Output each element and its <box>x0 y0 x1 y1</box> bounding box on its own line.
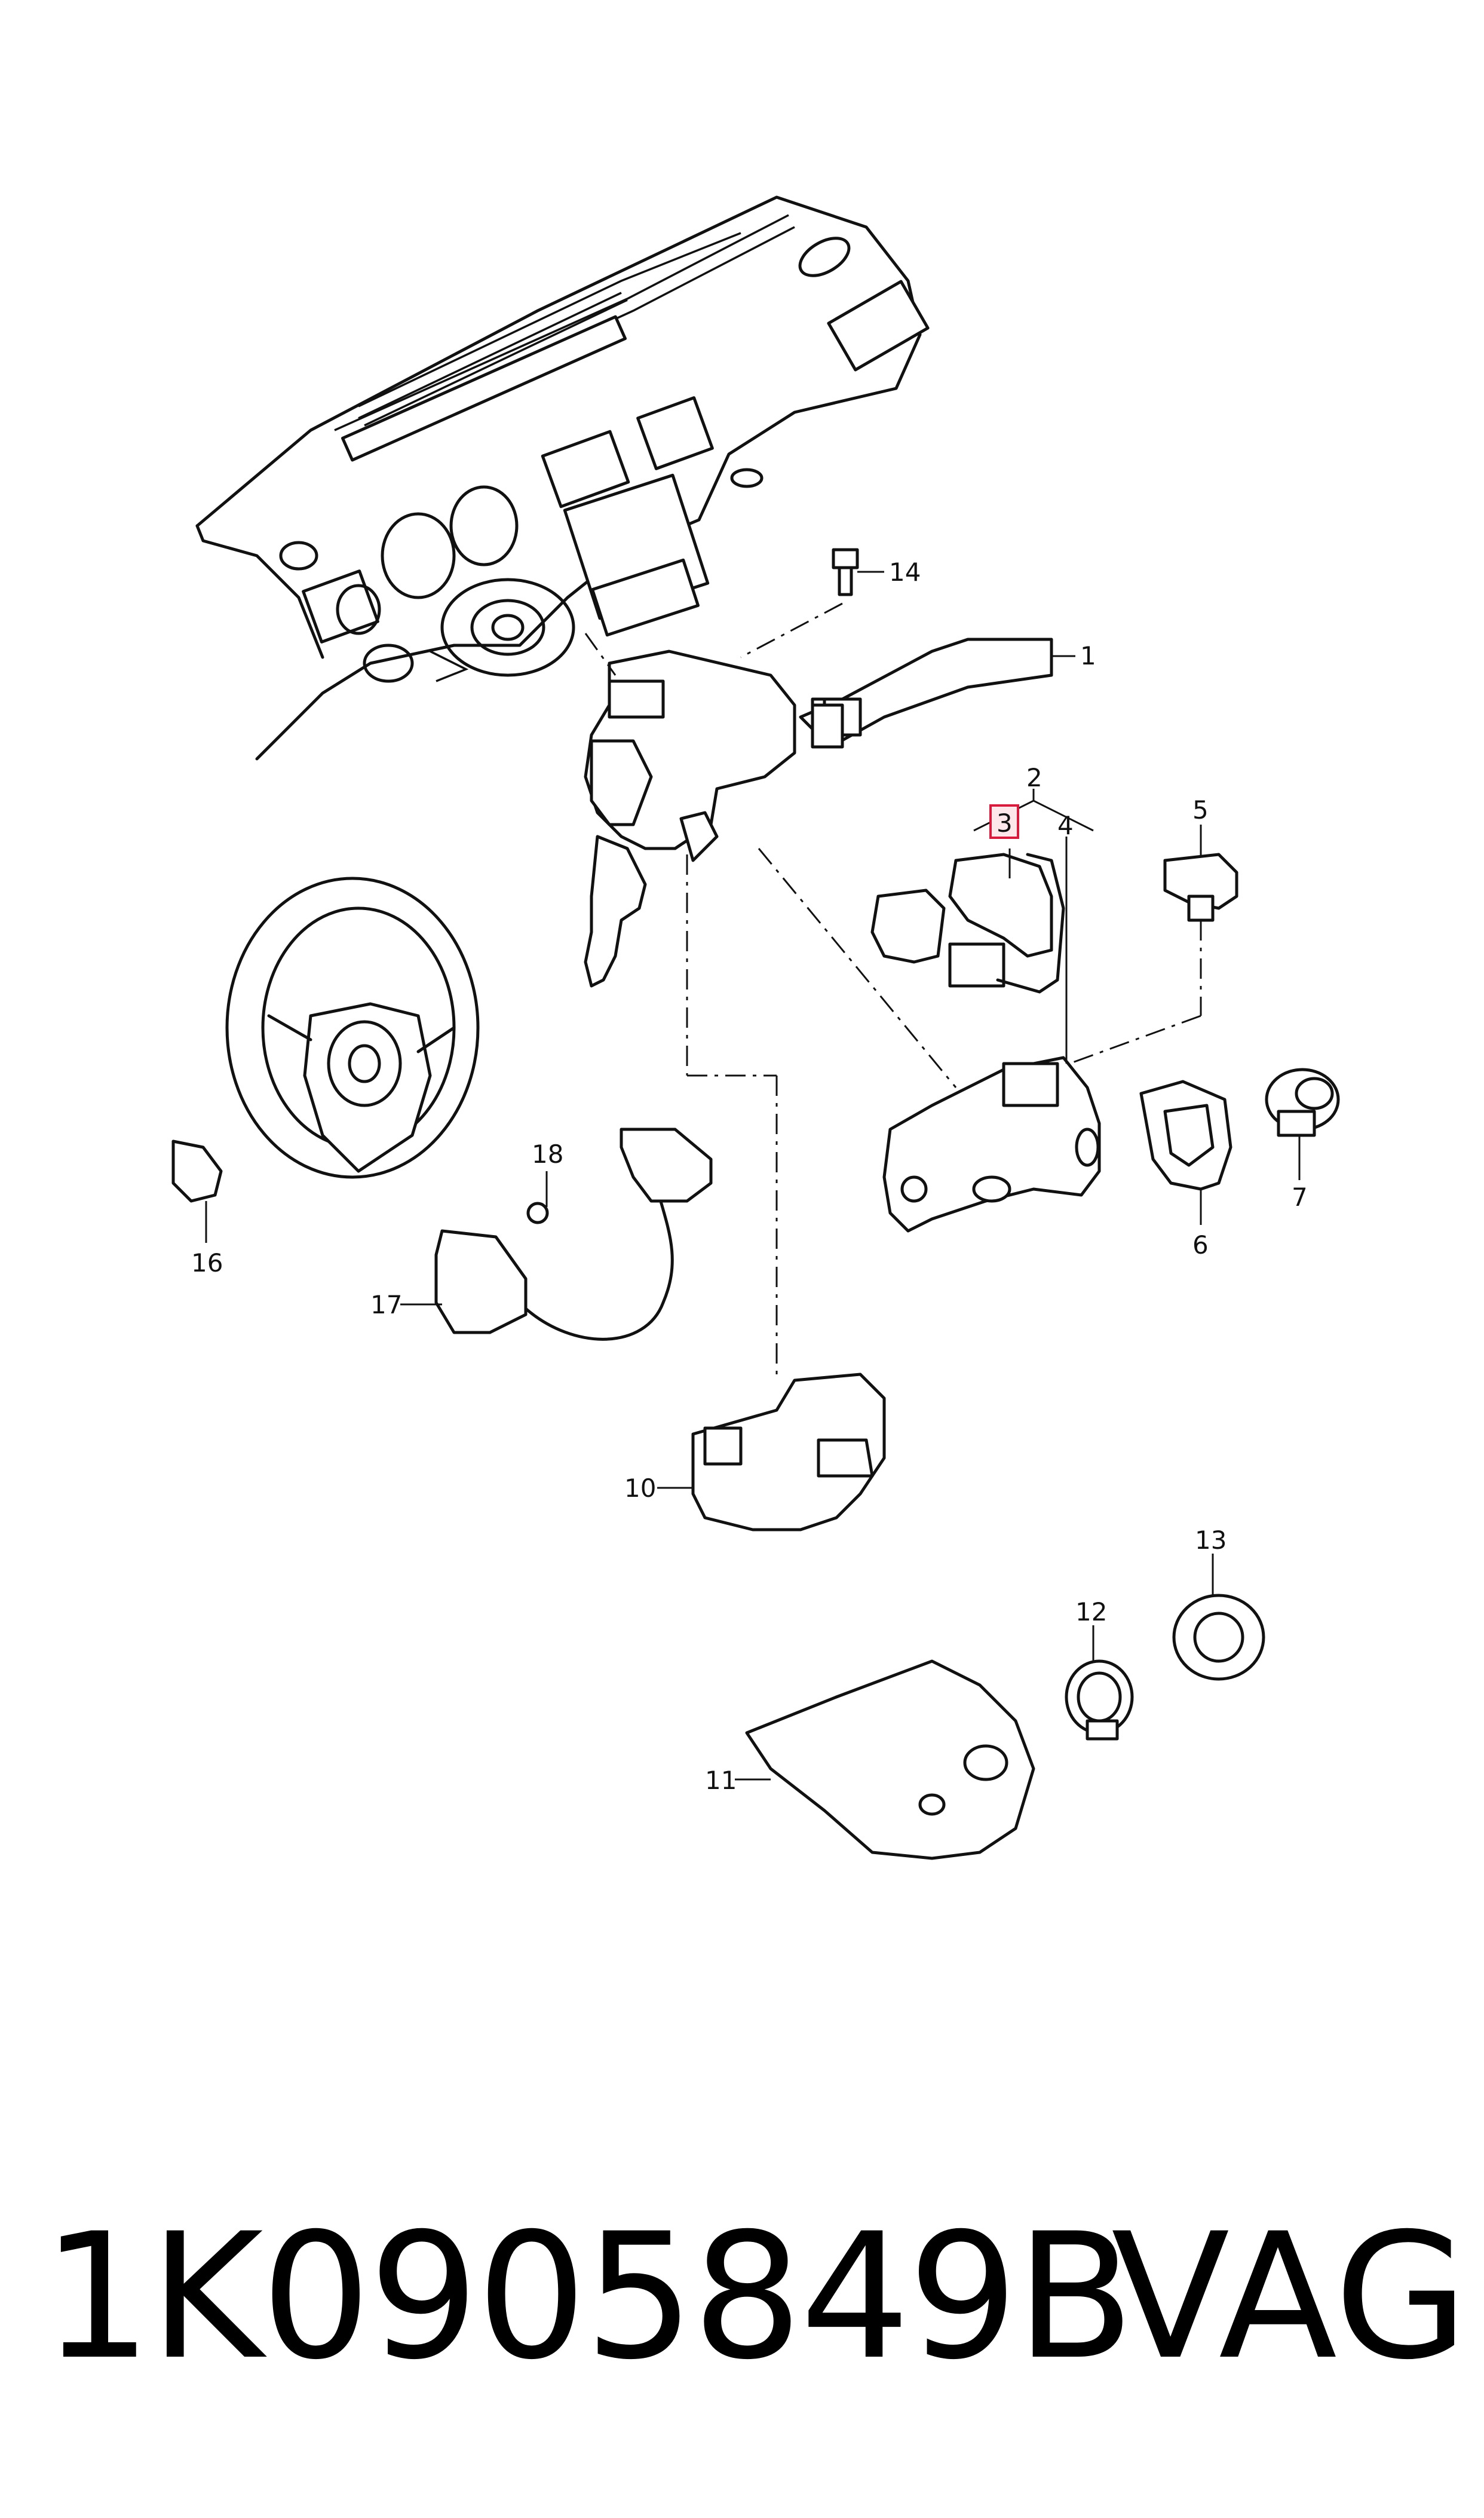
callout-16: 16 <box>191 1248 223 1278</box>
callout-1: 1 <box>1080 641 1096 670</box>
dashboard-illustration <box>195 195 930 761</box>
callout-18: 18 <box>532 1139 563 1169</box>
callout-3-highlight-box <box>989 804 1019 839</box>
callout-14: 14 <box>889 557 921 587</box>
callout-17: 17 <box>370 1290 402 1319</box>
callout-11: 11 <box>705 1766 737 1795</box>
callout-3: 3 <box>997 808 1013 838</box>
dash-vent-grille <box>358 292 628 427</box>
part-6-lock-trim-ring <box>1139 1080 1232 1225</box>
callout-7: 7 <box>1292 1183 1308 1212</box>
callout-6: 6 <box>1192 1230 1209 1260</box>
callout-5: 5 <box>1192 795 1209 825</box>
part-13-clock-spring <box>1172 1554 1265 1681</box>
part-17-multifunction-button-left <box>400 1187 674 1341</box>
part-14-bolt <box>832 548 884 596</box>
exploded-parts-diagram: 1 2 3 4 5 6 7 10 11 12 13 14 16 17 18 <box>171 195 1340 1860</box>
part-7-transponder-coil <box>1265 1068 1340 1180</box>
assembly-lines <box>584 602 1202 1380</box>
part-12-retaining-ring <box>1065 1625 1134 1741</box>
brand-name: VAG <box>1111 2197 1468 2398</box>
part-number: 1K0905849B <box>42 2197 1135 2398</box>
callout-12: 12 <box>1075 1597 1107 1626</box>
callout-10: 10 <box>624 1474 656 1503</box>
part-17-multifunction-button-right <box>620 1128 713 1203</box>
callout-4: 4 <box>1057 811 1074 840</box>
part-4-steering-lock-housing <box>882 837 1101 1233</box>
footer: 1K0905849B VAG <box>0 2211 1484 2462</box>
part-1-combination-switch <box>584 638 1075 988</box>
part-11-lower-column-shroud <box>735 1659 1035 1860</box>
callout-labels: 1 2 3 4 5 6 7 10 11 12 13 14 16 17 18 <box>191 557 1308 1795</box>
part-16-clip <box>171 1139 223 1243</box>
part-5-switch-module <box>1163 825 1238 922</box>
steering-wheel-illustration <box>225 877 480 1179</box>
callout-2: 2 <box>1026 763 1043 792</box>
part-3-lock-cylinder <box>870 848 1065 994</box>
callout-13: 13 <box>1195 1525 1227 1555</box>
part-10-steering-column-cover <box>657 1373 886 1531</box>
part-18-screw <box>526 1171 549 1224</box>
